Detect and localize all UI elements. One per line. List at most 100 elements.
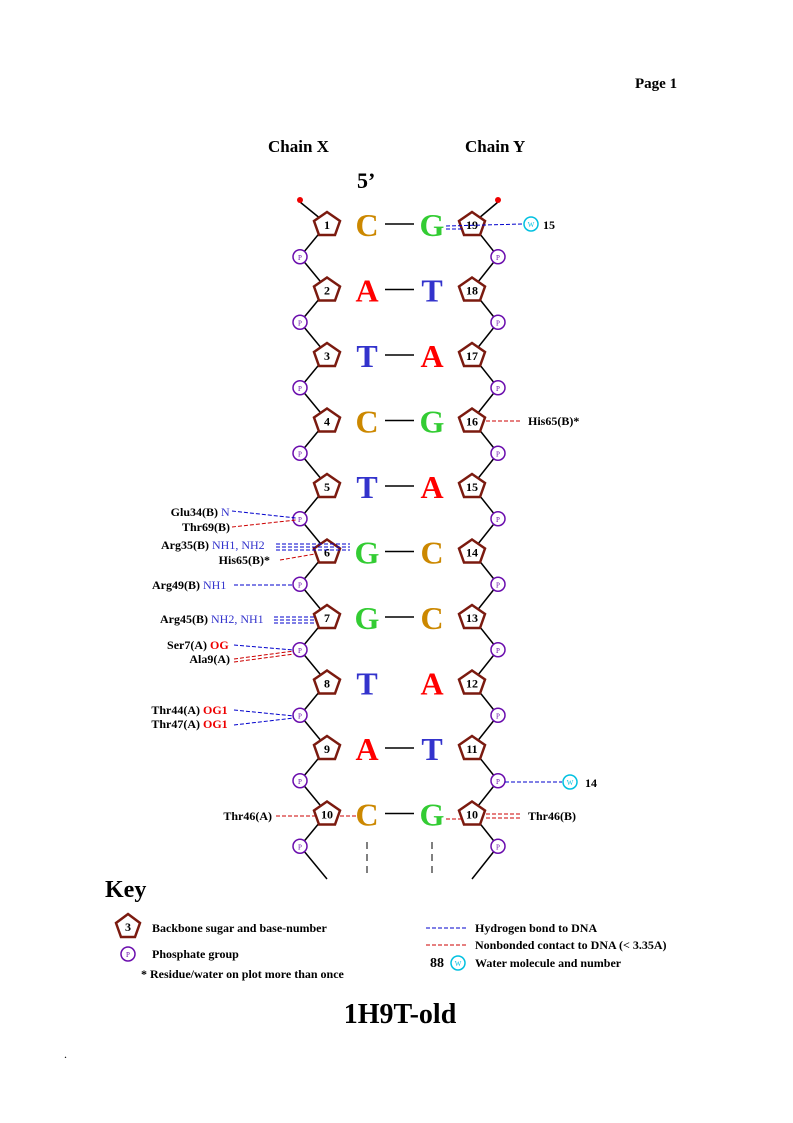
sugar-x: 10 [312, 799, 342, 826]
hbond-line-glu34 [231, 510, 297, 519]
base-x: A [355, 273, 378, 309]
chain-y-label: Chain Y [465, 137, 525, 156]
atom-thr47: OG1 [203, 717, 228, 731]
label-glu34: Glu34(B) [171, 505, 218, 519]
base-y: G [420, 404, 445, 440]
base-x: T [356, 338, 377, 374]
svg-text:13: 13 [466, 611, 478, 625]
atom-glu34: N [221, 505, 230, 519]
sugar-y: 18 [457, 275, 487, 302]
footer-dot: . [64, 1047, 67, 1061]
phosphate-icon: P [490, 642, 506, 658]
base-x: T [356, 666, 377, 702]
atom-thr44: OG1 [203, 703, 228, 717]
svg-text:4: 4 [324, 415, 330, 429]
svg-text:P: P [298, 254, 302, 262]
sugar-x: 1 [312, 210, 342, 237]
label-his65-right: His65(B)* [528, 414, 579, 428]
sugar-y: 17 [457, 341, 487, 368]
phosphate-icon: P [292, 249, 308, 265]
svg-text:17: 17 [466, 349, 478, 363]
sugar-y: 14 [457, 537, 487, 564]
label-thr69: Thr69(B) [182, 520, 230, 534]
phosphate-icon: P [490, 445, 506, 461]
svg-text:P: P [298, 712, 302, 720]
base-x: G [355, 535, 380, 571]
key-phosphate-icon: P [120, 946, 136, 962]
base-x: T [356, 469, 377, 505]
sugar-y: 11 [457, 734, 487, 761]
base-x: G [355, 600, 380, 636]
base-x: C [355, 404, 378, 440]
interaction-labels: Glu34(B) N Thr69(B) Arg35(B) NH1, NH2 Hi… [151, 218, 597, 823]
page-label: Page 1 [635, 76, 677, 92]
base-x: C [355, 207, 378, 243]
svg-text:P: P [298, 581, 302, 589]
phosphate-icon: P [292, 511, 308, 527]
svg-text:12: 12 [466, 677, 478, 691]
phosphate-icon: P [292, 642, 308, 658]
strand-x-end-dot [297, 197, 303, 203]
phosphate-icon: P [490, 773, 506, 789]
svg-text:P: P [126, 951, 130, 959]
svg-text:P: P [496, 254, 500, 262]
svg-text:P: P [496, 581, 500, 589]
svg-text:W: W [455, 960, 462, 968]
svg-text:P: P [496, 450, 500, 458]
svg-text:P: P [298, 516, 302, 524]
base-y: A [420, 338, 443, 374]
key-nonbonded-label: Nonbonded contact to DNA (< 3.35A) [475, 938, 667, 952]
base-y: G [420, 797, 445, 833]
base-y: C [420, 535, 443, 571]
svg-text:P: P [496, 319, 500, 327]
phosphate-icon: P [292, 576, 308, 592]
svg-text:1: 1 [324, 218, 330, 232]
svg-text:7: 7 [324, 611, 330, 625]
label-his65-left: His65(B)* [219, 553, 270, 567]
svg-text:W: W [528, 221, 535, 229]
label-thr46-left: Thr46(A) [223, 809, 272, 823]
hbond-line-ser7 [233, 644, 295, 651]
svg-text:8: 8 [324, 677, 330, 691]
sugar-y: 10 [457, 799, 487, 826]
svg-text:3: 3 [324, 349, 330, 363]
nonbonded-line-ala9-b [233, 653, 295, 663]
label-arg35: Arg35(B) [161, 538, 209, 552]
sugar-y: 13 [457, 603, 487, 630]
nonbonded-line-his65-left [279, 553, 316, 561]
water-14-icon: W [562, 774, 578, 790]
base-y: A [420, 666, 443, 702]
svg-text:15: 15 [466, 480, 478, 494]
svg-text:18: 18 [466, 284, 478, 298]
nonbonded-line-ala9-a [233, 650, 295, 660]
phosphate-icon: P [490, 511, 506, 527]
key-star-label: * Residue/water on plot more than once [141, 967, 345, 981]
sugar-x: 4 [312, 406, 342, 433]
svg-text:6: 6 [324, 546, 330, 560]
svg-text:P: P [298, 843, 302, 851]
sugar-x: 6 [312, 537, 342, 564]
sugar-x: 3 [312, 341, 342, 368]
key-hbond-label: Hydrogen bond to DNA [475, 921, 597, 935]
strand-y-end-dot [495, 197, 501, 203]
sugar-x: 9 [312, 734, 342, 761]
nonbonded-line-thr69 [231, 519, 297, 528]
atom-arg45: NH2, NH1 [211, 612, 264, 626]
phosphate-icon: P [490, 838, 506, 854]
phosphate-icon: P [292, 838, 308, 854]
label-thr47: Thr47(A) [151, 717, 200, 731]
base-y: G [420, 207, 445, 243]
svg-text:P: P [496, 778, 500, 786]
svg-text:3: 3 [125, 920, 131, 934]
key-water-icon: W [450, 955, 466, 971]
label-ser7: Ser7(A) [167, 638, 207, 652]
svg-text:P: P [496, 712, 500, 720]
svg-text:5: 5 [324, 480, 330, 494]
base-y: C [420, 600, 443, 636]
svg-text:P: P [298, 647, 302, 655]
phosphate-icon: P [292, 314, 308, 330]
structure-title: 1H9T-old [344, 999, 457, 1030]
svg-text:2: 2 [324, 284, 330, 298]
sugar-y: 12 [457, 668, 487, 695]
